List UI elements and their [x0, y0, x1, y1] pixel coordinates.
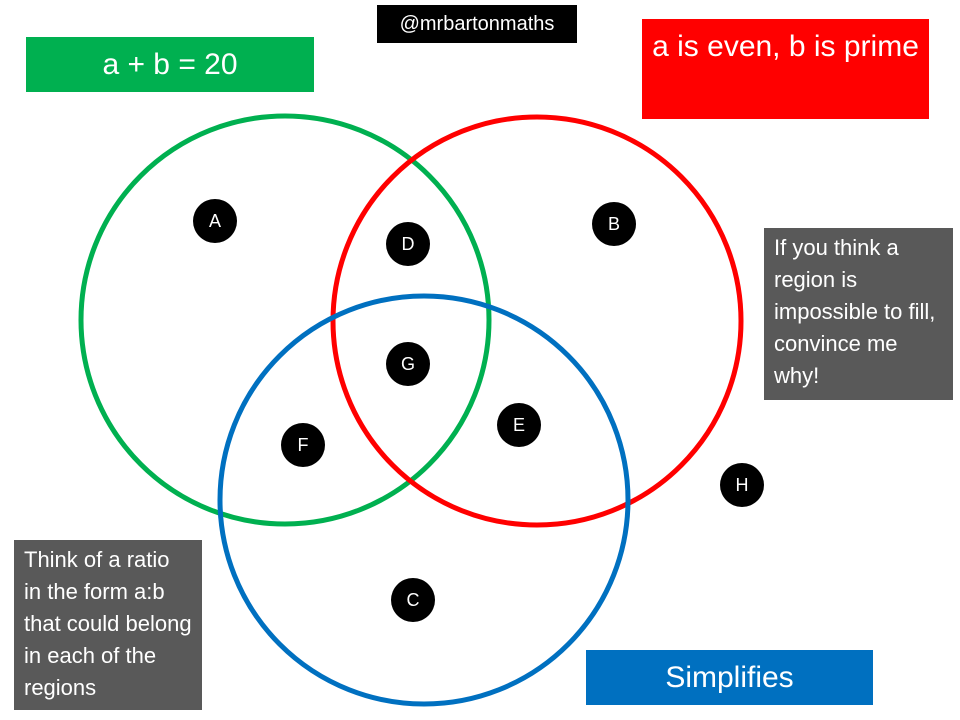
blue-circle: [217, 293, 631, 707]
region-f: F: [281, 423, 325, 467]
region-c: C: [391, 578, 435, 622]
region-d: D: [386, 222, 430, 266]
region-label: F: [298, 435, 309, 455]
region-g: G: [386, 342, 430, 386]
region-b: B: [592, 202, 636, 246]
region-marker: [391, 578, 435, 622]
region-label: E: [513, 415, 525, 435]
region-label: H: [736, 475, 749, 495]
region-markers: A B C D E F G H: [193, 199, 764, 622]
region-marker: [281, 423, 325, 467]
region-label: A: [209, 211, 221, 231]
region-label: G: [401, 354, 415, 374]
region-marker: [386, 342, 430, 386]
region-a: A: [193, 199, 237, 243]
region-marker: [497, 403, 541, 447]
ratio-instruction-note: Think of a ratio in the form a:b that co…: [14, 540, 202, 710]
region-label: D: [402, 234, 415, 254]
impossible-region-note: If you think a region is impossible to f…: [764, 228, 953, 400]
region-label: C: [407, 590, 420, 610]
region-e: E: [497, 403, 541, 447]
region-marker: [193, 199, 237, 243]
blue-set-label: Simplifies: [586, 650, 873, 705]
red-circle: [330, 114, 744, 528]
region-marker: [386, 222, 430, 266]
red-set-label: a is even, b is prime: [642, 19, 929, 119]
green-set-label: a + b = 20: [26, 37, 314, 92]
region-marker: [592, 202, 636, 246]
green-circle: [78, 113, 492, 527]
region-h: H: [720, 463, 764, 507]
region-marker: [720, 463, 764, 507]
region-label: B: [608, 214, 620, 234]
author-credit: @mrbartonmaths: [377, 5, 577, 43]
